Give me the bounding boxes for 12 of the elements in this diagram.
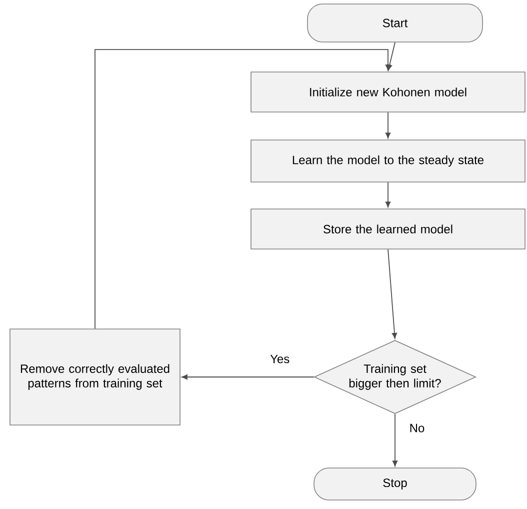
- edge-label: No: [410, 424, 424, 432]
- arrow: [388, 248, 398, 339]
- process-box: Remove correctly evaluated patterns from training set: [10, 328, 180, 426]
- arrow: [182, 374, 314, 380]
- process-box: Store the learned model: [250, 208, 526, 250]
- arrow: [385, 182, 391, 208]
- process-box: Learn the model to the steady state: [250, 140, 526, 182]
- arrow: [385, 112, 391, 138]
- arrow: [392, 414, 398, 466]
- edge-label: Yes: [270, 354, 290, 364]
- process-box: Initialize new Kohonen model: [250, 72, 526, 112]
- arrow: [94, 49, 391, 330]
